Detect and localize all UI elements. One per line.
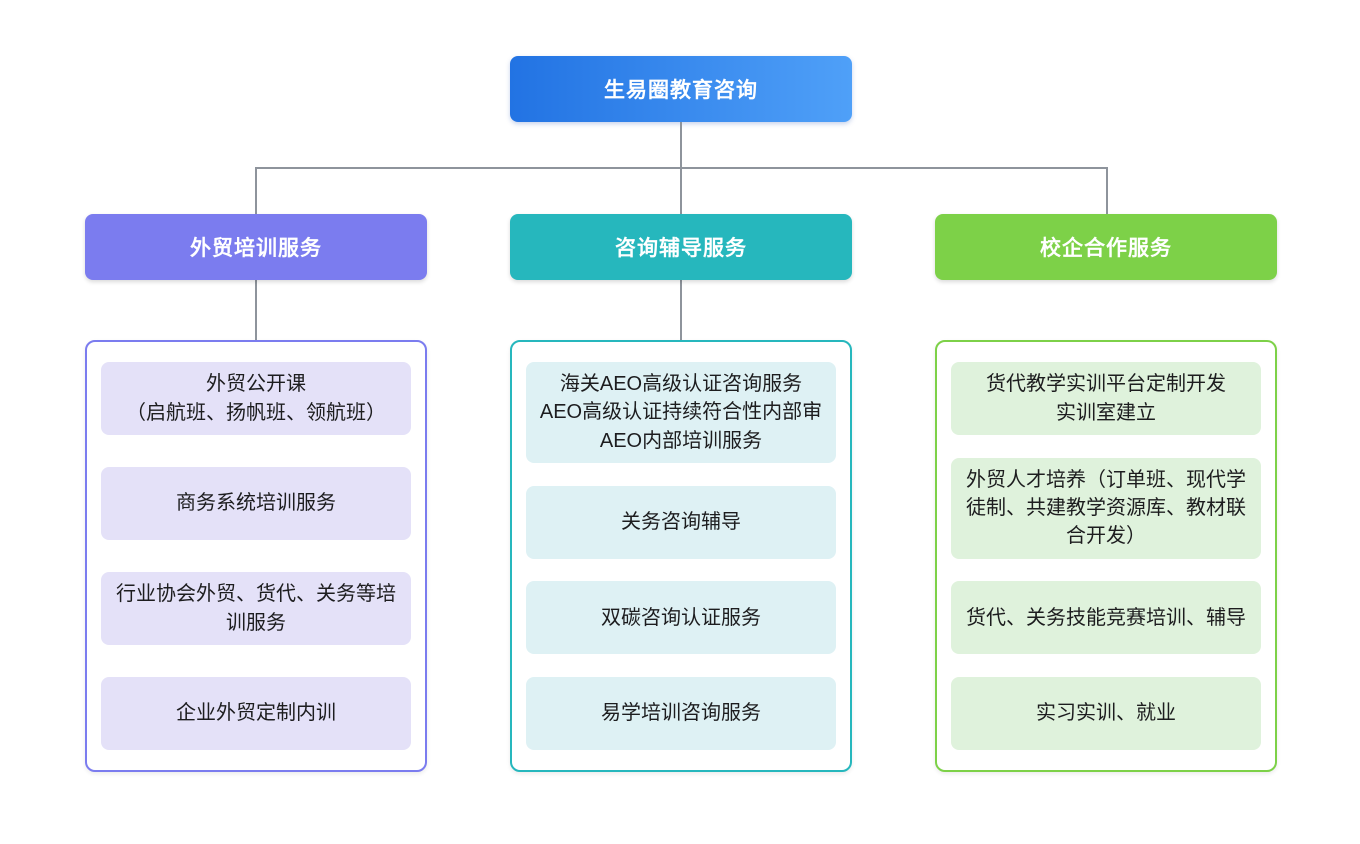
connector-stub-branch-1 <box>255 167 257 214</box>
service-item-label: 关务咨询辅导 <box>621 511 741 534</box>
service-item-label: 外贸人才培养（订单班、现代学徒制、共建教学资源库、教材联合开发） <box>966 468 1246 548</box>
branch-header-consulting-coaching: 咨询辅导服务 <box>510 214 852 280</box>
root-node: 生易圈教育咨询 <box>510 56 852 122</box>
branch-header-foreign-trade-training: 外贸培训服务 <box>85 214 427 280</box>
connector-header-panel-2 <box>680 280 682 340</box>
service-item-label: 实习实训、就业 <box>1036 702 1176 725</box>
service-item-label: 货代、关务技能竞赛培训、辅导 <box>966 606 1246 629</box>
service-item-label: 双碳咨询认证服务 <box>601 606 761 629</box>
service-item-label: 易学培训咨询服务 <box>601 702 761 725</box>
branch-panel: 货代教学实训平台定制开发 实训室建立 外贸人才培养（订单班、现代学徒制、共建教学… <box>935 340 1277 772</box>
branch-column-consulting-coaching: 咨询辅导服务 海关AEO高级认证咨询服务 AEO高级认证持续符合性内部审 AEO… <box>510 214 852 772</box>
branch-panel: 外贸公开课 （启航班、扬帆班、领航班） 商务系统培训服务 行业协会外贸、货代、关… <box>85 340 427 772</box>
root-node-label: 生易圈教育咨询 <box>604 79 758 102</box>
connector-stub-branch-3 <box>1106 167 1108 214</box>
branch-header-school-enterprise-cooperation: 校企合作服务 <box>935 214 1277 280</box>
service-item: 企业外贸定制内训 <box>101 677 411 750</box>
branch-column-foreign-trade-training: 外贸培训服务 外贸公开课 （启航班、扬帆班、领航班） 商务系统培训服务 行业协会… <box>85 214 427 772</box>
branch-header-label: 咨询辅导服务 <box>615 237 747 260</box>
service-item: 货代教学实训平台定制开发 实训室建立 <box>951 362 1261 435</box>
service-item: 货代、关务技能竞赛培训、辅导 <box>951 581 1261 655</box>
service-item: 外贸人才培养（订单班、现代学徒制、共建教学资源库、教材联合开发） <box>951 457 1261 559</box>
service-item-label: 行业协会外贸、货代、关务等培训服务 <box>116 583 396 634</box>
service-item: 易学培训咨询服务 <box>526 677 836 750</box>
service-item: 关务咨询辅导 <box>526 485 836 559</box>
service-item: 双碳咨询认证服务 <box>526 581 836 655</box>
service-item: 海关AEO高级认证咨询服务 AEO高级认证持续符合性内部审 AEO内部培训服务 <box>526 362 836 464</box>
service-item: 实习实训、就业 <box>951 677 1261 750</box>
service-item: 商务系统培训服务 <box>101 467 411 540</box>
service-item-label: 企业外贸定制内训 <box>176 702 336 725</box>
service-item-label: 货代教学实训平台定制开发 实训室建立 <box>986 373 1226 424</box>
service-item-label: 外贸公开课 （启航班、扬帆班、领航班） <box>126 373 386 424</box>
service-item: 行业协会外贸、货代、关务等培训服务 <box>101 572 411 645</box>
connector-stub-branch-2 <box>680 167 682 214</box>
branch-header-label: 外贸培训服务 <box>190 237 322 260</box>
branch-panel: 海关AEO高级认证咨询服务 AEO高级认证持续符合性内部审 AEO内部培训服务 … <box>510 340 852 772</box>
branch-header-label: 校企合作服务 <box>1040 237 1172 260</box>
service-item-label: 商务系统培训服务 <box>176 492 336 515</box>
branch-column-school-enterprise-cooperation: 校企合作服务 货代教学实训平台定制开发 实训室建立 外贸人才培养（订单班、现代学… <box>935 214 1277 772</box>
service-item-label: 海关AEO高级认证咨询服务 AEO高级认证持续符合性内部审 AEO内部培训服务 <box>539 373 823 452</box>
connector-header-panel-1 <box>255 280 257 340</box>
connector-root-drop <box>680 122 682 168</box>
service-item: 外贸公开课 （启航班、扬帆班、领航班） <box>101 362 411 435</box>
